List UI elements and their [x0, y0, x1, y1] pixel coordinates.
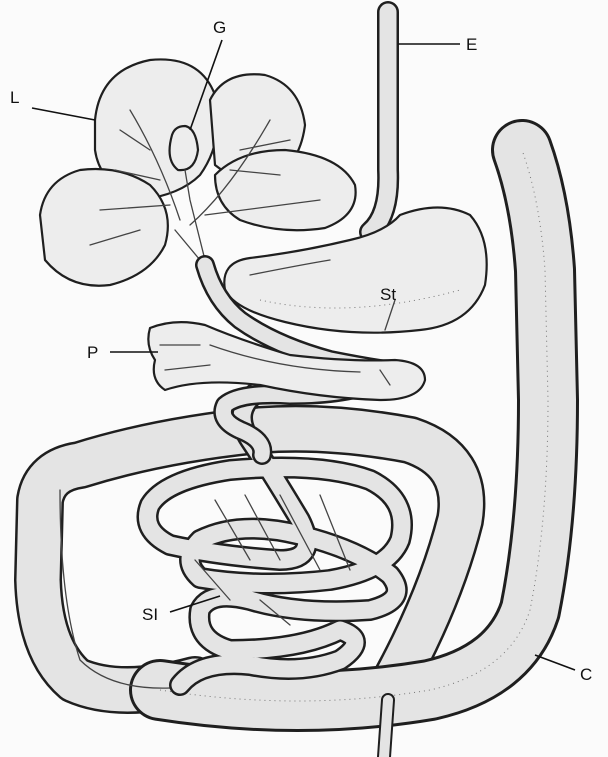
leader-colon	[535, 655, 575, 670]
label-gallbladder: G	[213, 18, 226, 37]
label-stomach: St	[380, 285, 396, 304]
pancreas	[148, 322, 425, 400]
leader-liver	[32, 108, 95, 120]
label-liver: L	[10, 88, 19, 107]
label-small-intestine: SI	[142, 605, 158, 624]
label-pancreas: P	[87, 343, 98, 362]
esophagus	[370, 12, 388, 232]
label-esophagus: E	[466, 35, 477, 54]
label-colon: C	[580, 665, 592, 684]
